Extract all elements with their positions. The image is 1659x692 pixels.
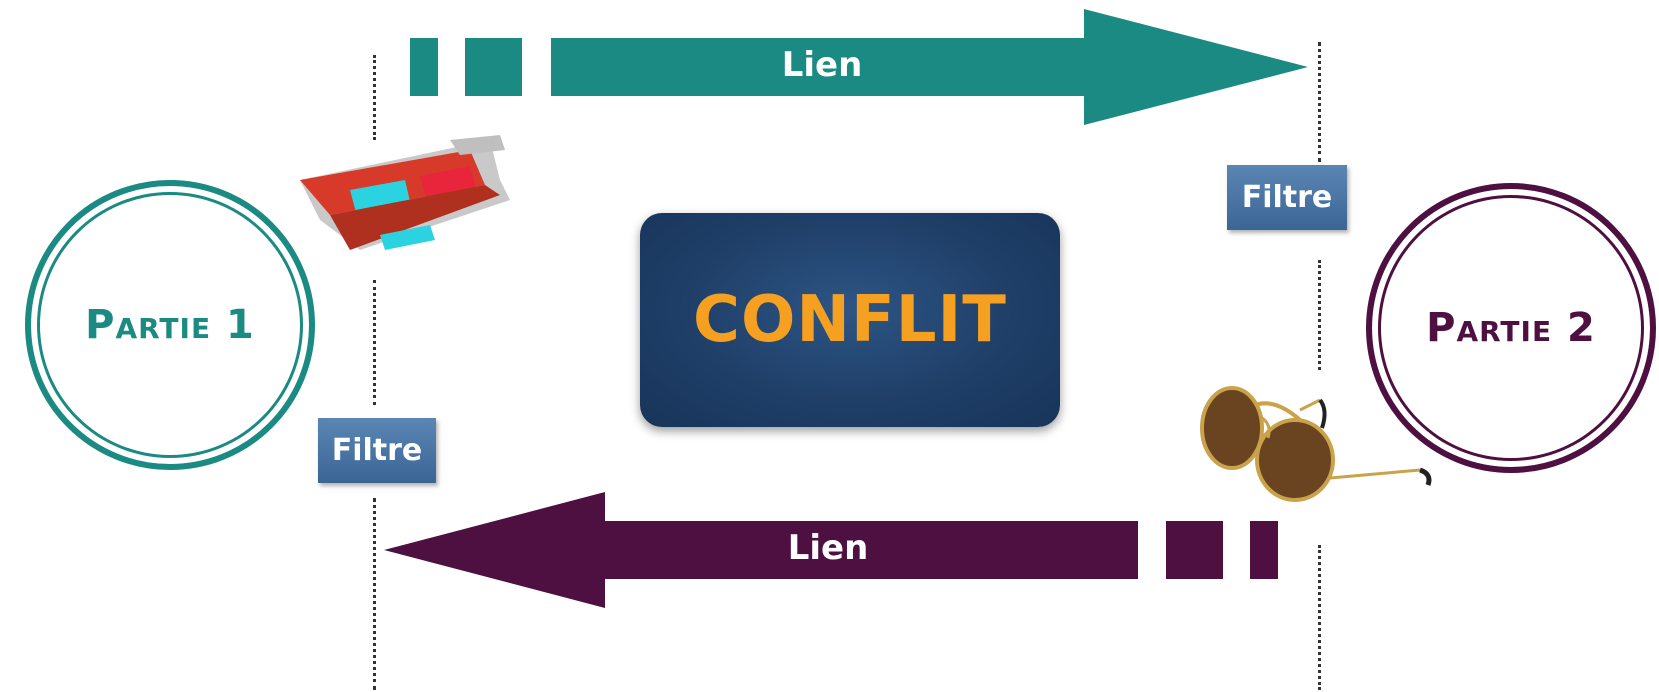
left-boundary-line bbox=[373, 498, 376, 690]
party-right-circle: Partie 2 bbox=[1366, 183, 1656, 473]
right-boundary-line bbox=[1318, 42, 1321, 162]
bottom-link-label: Lien bbox=[787, 528, 869, 568]
sunglasses-icon bbox=[1200, 386, 1432, 502]
filter-badge-bottom-left: Filtre bbox=[318, 418, 436, 483]
right-boundary-line bbox=[1318, 545, 1321, 690]
3d-glasses-icon bbox=[300, 135, 510, 250]
left-boundary-line bbox=[373, 280, 376, 405]
bottom-link-arrow bbox=[384, 492, 1278, 608]
filter-badge-top-right: Filtre bbox=[1227, 165, 1347, 230]
left-boundary-line bbox=[373, 55, 376, 140]
right-boundary-line bbox=[1318, 260, 1321, 370]
party-right-label: Partie 2 bbox=[1426, 305, 1596, 351]
top-link-arrow bbox=[410, 9, 1308, 125]
party-left-label: Partie 1 bbox=[85, 302, 255, 348]
top-link-label: Lien bbox=[781, 45, 863, 85]
conflict-box: CONFLIT bbox=[640, 213, 1060, 427]
party-left-circle: Partie 1 bbox=[25, 180, 315, 470]
